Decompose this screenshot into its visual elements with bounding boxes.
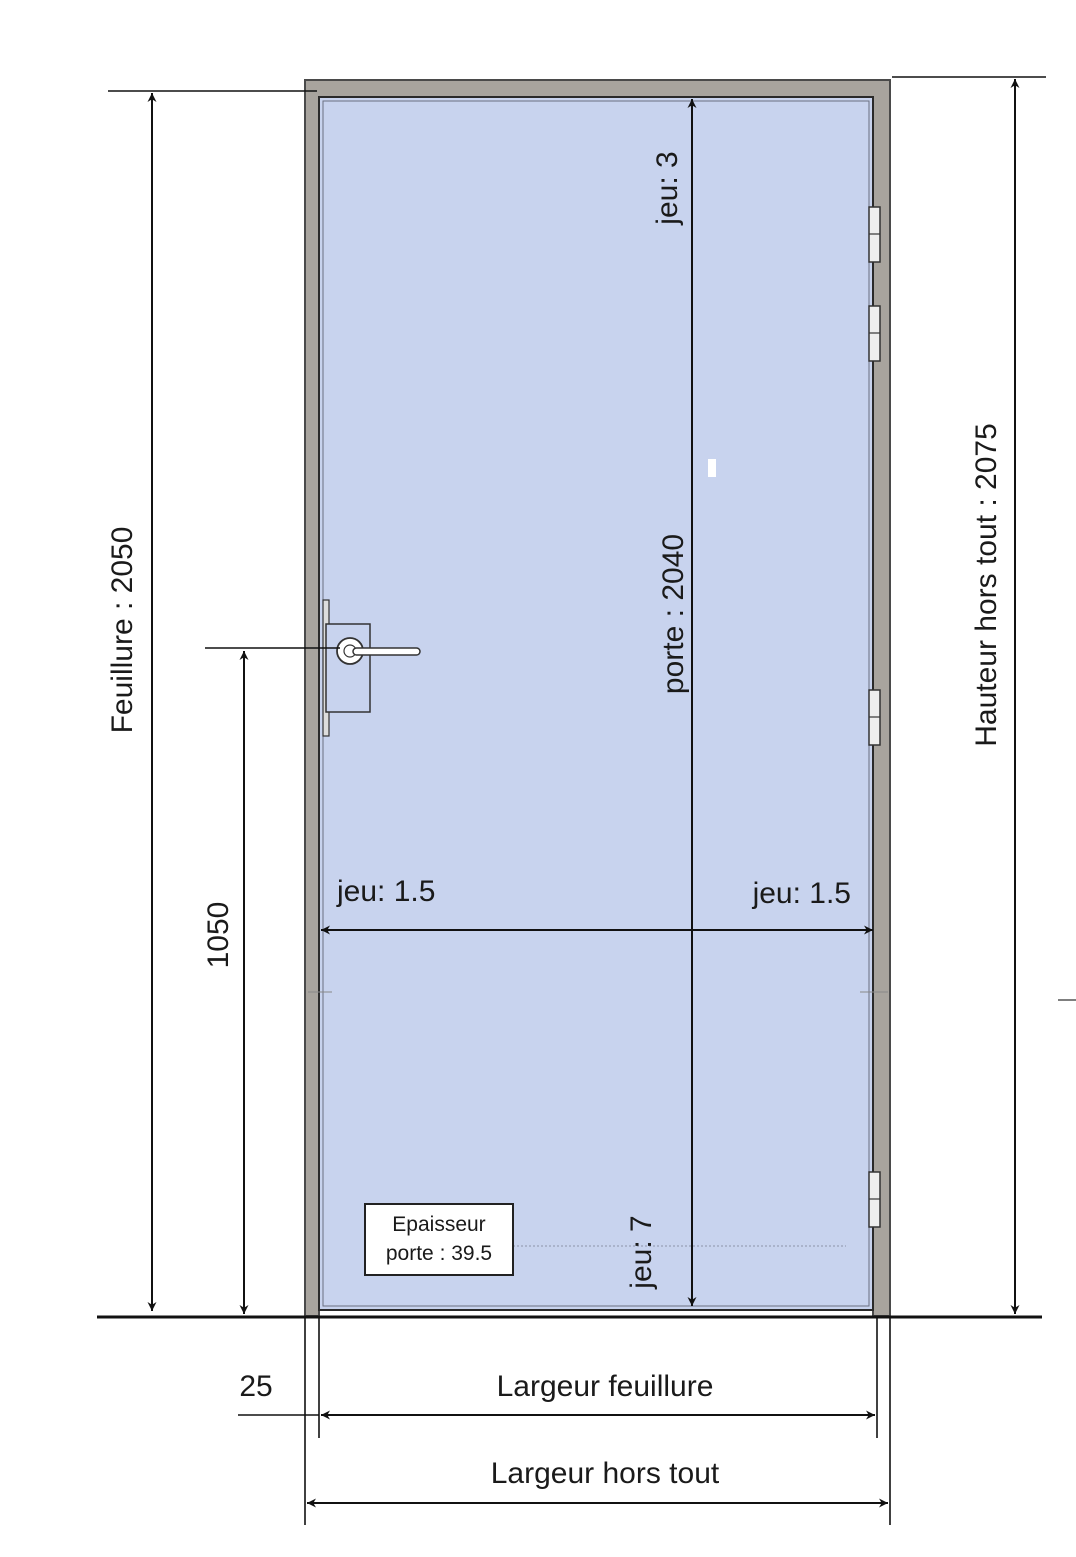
thickness-callout: Epaisseur porte : 39.5 [364,1203,514,1276]
frame-width-label: 25 [239,1370,272,1403]
lock-case [325,623,371,713]
handle-height-label: 1050 [202,902,235,969]
hinge-4 [868,1171,881,1228]
handle-lever [352,647,421,656]
left-gap-label: jeu: 1.5 [336,875,435,908]
thickness-line-2: porte : 39.5 [386,1242,492,1265]
leaf-marker [708,459,716,477]
overall-width-label: Largeur hors tout [491,1457,720,1490]
right-gap-label: jeu: 1.5 [752,877,851,910]
bottom-gap-label: jeu: 7 [625,1215,658,1289]
lock-and-handle [322,599,421,737]
dimension-lines [147,79,1020,1508]
feuillure-height-label: Feuillure : 2050 [106,527,139,734]
thickness-line-1: Epaisseur [392,1213,485,1236]
door-height-label: porte : 2040 [657,534,690,694]
hinge-1 [868,206,881,263]
hinge-2 [868,305,881,362]
overall-height-label: Hauteur hors tout : 2075 [970,423,1003,747]
thickness-box [364,1203,514,1276]
top-gap-label: jeu: 3 [651,151,684,225]
extension-lines [108,76,1046,1525]
hinges [868,206,881,1228]
door-leaf [318,96,874,1311]
hinge-3 [868,689,881,746]
rebate-width-label: Largeur feuillure [497,1370,714,1403]
